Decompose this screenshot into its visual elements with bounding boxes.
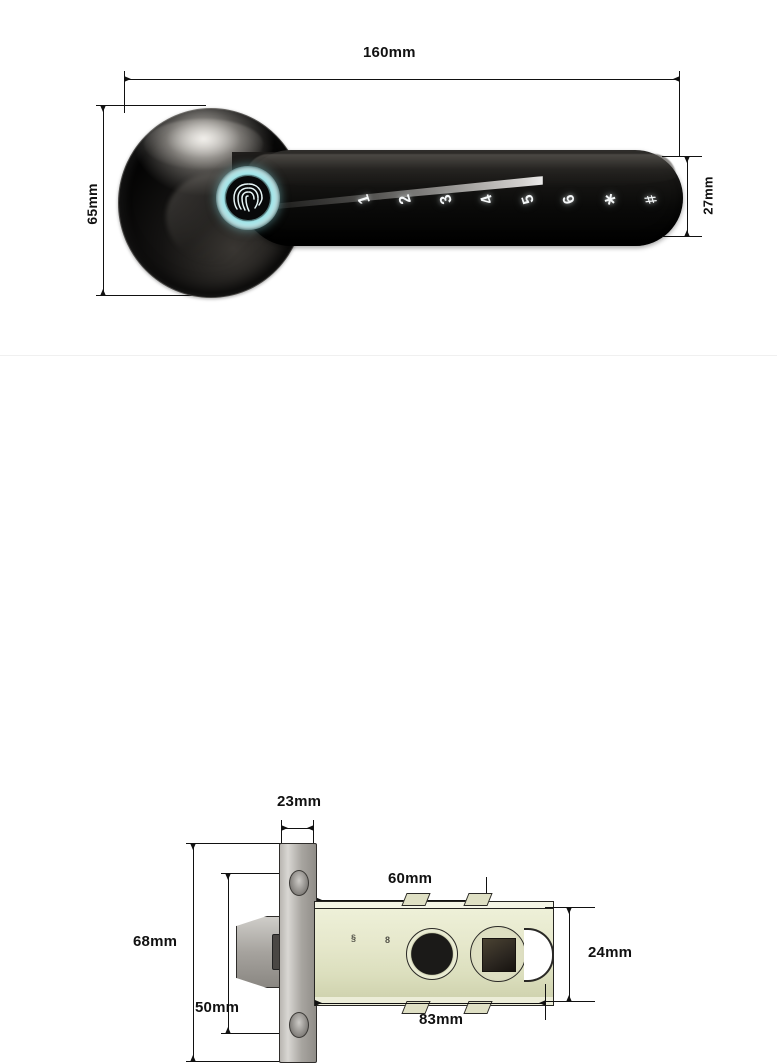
fingerprint-scanner[interactable]	[216, 166, 280, 230]
arrow-left-160	[124, 76, 131, 82]
lever-top-face	[246, 154, 676, 188]
extension-line-left-160	[124, 71, 125, 113]
arrow-bottom-50	[225, 1027, 231, 1034]
handle-lever-front-view: 160mm 65mm	[0, 0, 777, 355]
extension-line-bottom-65	[96, 295, 206, 296]
keypad-key-1[interactable]: 1	[355, 192, 374, 207]
dimension-line-27	[687, 156, 688, 236]
faceplate-screw-top	[289, 870, 309, 896]
dimension-line-83	[315, 1003, 545, 1004]
dimension-label-overall-length: 160mm	[363, 44, 416, 61]
arrow-bottom-65	[100, 289, 106, 296]
dimension-label-faceplate-width: 23mm	[277, 793, 322, 810]
dimension-label-latch-overall-length: 83mm	[419, 1011, 464, 1028]
dimension-line-50	[228, 873, 229, 1033]
dimension-label-backset: 60mm	[388, 870, 433, 887]
dimension-label-bolt-spacing: 50mm	[195, 999, 240, 1016]
keypad-key-star[interactable]: ∗	[600, 190, 621, 209]
dimension-line-24	[569, 907, 570, 1001]
cylinder-square-bore	[482, 938, 516, 972]
dimension-line-65	[103, 105, 104, 295]
dimension-label-lever-height: 27mm	[700, 176, 716, 215]
arrow-left-23	[281, 825, 288, 831]
spindle-hole	[406, 928, 458, 980]
extension-line-top-68	[186, 843, 286, 844]
dimension-line-68	[193, 843, 194, 1061]
arrow-top-24	[566, 907, 572, 914]
keypad-key-3[interactable]: 3	[437, 192, 456, 207]
arrow-top-68	[190, 843, 196, 850]
extension-line-top-65	[96, 105, 206, 106]
extension-line-right-160	[679, 71, 680, 156]
mortise-latch-plan-view: 23mm 68mm 50mm 60mm	[0, 356, 777, 1063]
keypad-key-6[interactable]: 6	[560, 192, 579, 207]
extension-line-top-27	[662, 156, 702, 157]
keypad-key-5[interactable]: 5	[519, 192, 538, 207]
arrow-right-23	[307, 825, 314, 831]
dimension-line-overall-length	[124, 79, 680, 80]
arrow-bottom-24	[566, 995, 572, 1002]
dimension-label-latch-body-height: 24mm	[588, 944, 633, 961]
arrow-top-65	[100, 105, 106, 112]
latch-body-marking-left: §	[351, 933, 357, 943]
arrow-left-83	[315, 1000, 322, 1006]
keypad-key-4[interactable]: 4	[478, 192, 497, 207]
dimension-label-rosette-diameter: 65mm	[84, 183, 100, 225]
arrow-bottom-68	[190, 1055, 196, 1062]
latch-faceplate	[279, 843, 317, 1063]
keypad-key-2[interactable]: 2	[396, 192, 415, 207]
arrow-top-27	[684, 156, 690, 163]
latch-body-marking-mid: 8	[385, 935, 391, 945]
extension-line-bottom-68	[186, 1061, 286, 1062]
fingerprint-ridges	[225, 175, 271, 221]
extension-line-bottom-27	[662, 236, 702, 237]
cylinder-hole	[470, 926, 526, 982]
panel-divider	[0, 355, 777, 356]
arrow-right-83	[539, 1000, 546, 1006]
latch-body-bottom-edge	[314, 997, 554, 1006]
arrow-top-50	[225, 873, 231, 880]
lever-handle-bar	[243, 150, 683, 246]
arrow-bottom-27	[684, 230, 690, 237]
faceplate-screw-bottom	[289, 1012, 309, 1038]
arrow-right-160	[673, 76, 680, 82]
dimension-label-faceplate-height: 68mm	[133, 933, 178, 950]
touch-keypad[interactable]: 1 2 3 4 5 6 ∗ #	[352, 186, 661, 216]
